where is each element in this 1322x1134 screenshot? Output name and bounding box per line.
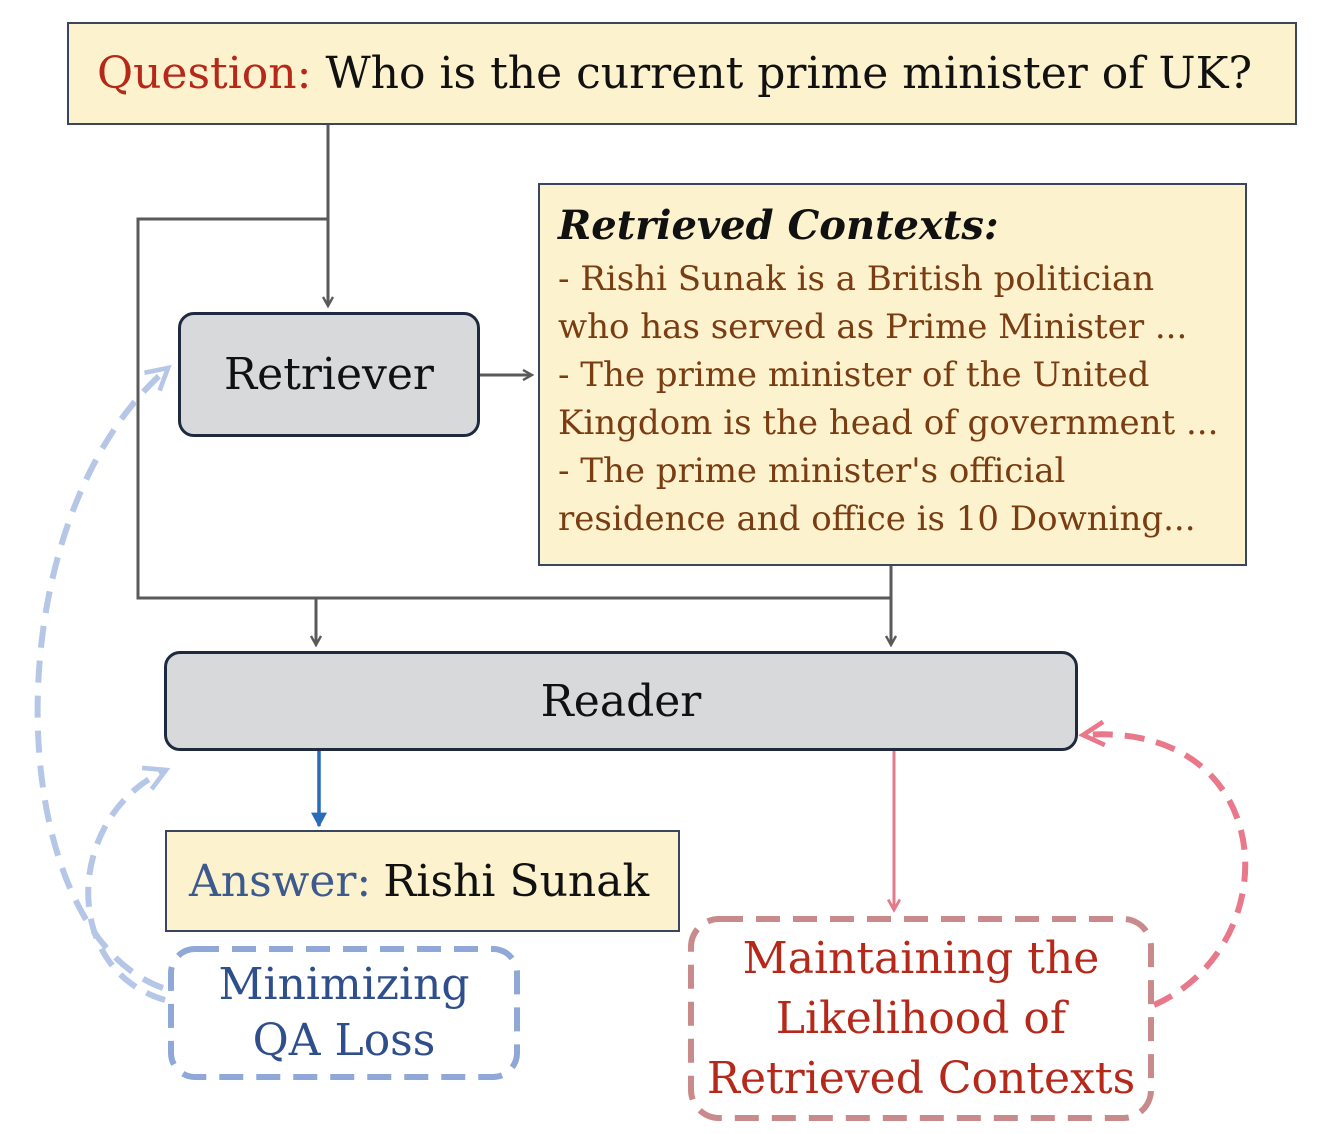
retriever-box: Retriever [178, 312, 480, 437]
context-item: - The prime minister of the United Kingd… [558, 355, 1219, 443]
retrieved-contexts-title: Retrieved Contexts: [558, 202, 999, 249]
likelihood-box-border [688, 916, 1154, 1121]
qa-loss-box-border [168, 946, 520, 1080]
reader-label: Reader [540, 675, 702, 727]
question-label: Question: [97, 48, 312, 99]
likelihood-text: Maintaining the Likelihood of Retrieved … [706, 932, 1136, 1104]
answer-box: Answer: Rishi Sunak [165, 830, 680, 932]
qa-loss-text: Minimizing QA Loss [218, 959, 470, 1066]
retrieved-contexts-box: Retrieved Contexts: - Rishi Sunak is a B… [538, 183, 1247, 566]
answer-label: Answer: [189, 855, 372, 907]
context-item: - The prime minister's official residenc… [558, 451, 1196, 539]
context-item: - Rishi Sunak is a British politician wh… [558, 259, 1188, 347]
question-box: Question: Who is the current prime minis… [67, 22, 1297, 125]
qa-loss-to-reader-curve [85, 770, 166, 1003]
question-text: Who is the current prime minister of UK? [325, 48, 1253, 99]
reader-box: Reader [164, 651, 1078, 751]
retriever-label: Retriever [224, 349, 434, 400]
answer-text: Rishi Sunak [383, 855, 650, 907]
qa-loss-to-retriever-curve [34, 368, 168, 991]
likelihood-to-reader-curve [1083, 734, 1249, 1008]
question-bypass-line [136, 217, 891, 600]
likelihood-box: Maintaining the Likelihood of Retrieved … [688, 916, 1154, 1121]
qa-loss-box: Minimizing QA Loss [168, 946, 520, 1080]
